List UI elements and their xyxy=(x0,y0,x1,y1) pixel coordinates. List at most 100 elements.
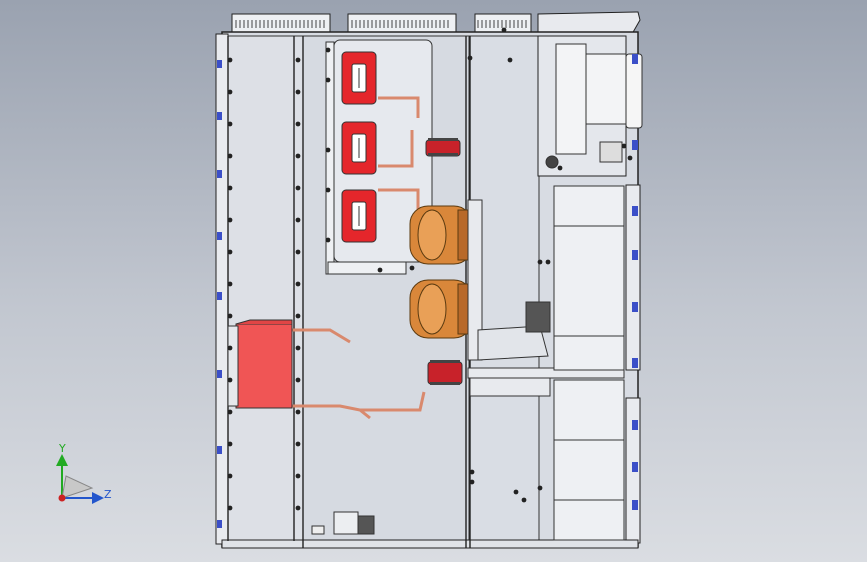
bolt xyxy=(377,267,383,273)
fuse-2 xyxy=(341,121,377,175)
bolt xyxy=(295,313,301,319)
bolt xyxy=(227,441,233,447)
breaker-mechanism xyxy=(467,199,625,397)
bolt xyxy=(325,147,331,153)
bracket-right xyxy=(632,54,638,64)
bolt xyxy=(227,153,233,159)
bolt xyxy=(621,143,627,149)
bolt xyxy=(227,473,233,479)
bolt xyxy=(295,377,301,383)
bolt xyxy=(537,259,543,265)
bolt xyxy=(521,497,527,503)
top-hood-right xyxy=(537,11,641,35)
bolt xyxy=(295,249,301,255)
bushing-cap xyxy=(417,209,447,261)
bolt xyxy=(227,249,233,255)
bracket-left xyxy=(217,60,222,68)
bolt xyxy=(295,345,301,351)
bolt xyxy=(227,281,233,287)
bracket-right xyxy=(632,420,638,430)
fuse-1 xyxy=(341,51,377,105)
bolt xyxy=(227,217,233,223)
bracket-right xyxy=(632,140,638,150)
current-transformer xyxy=(227,319,293,409)
blue-brackets xyxy=(217,54,638,528)
bushing-1 xyxy=(409,205,473,265)
bracket-right xyxy=(632,250,638,260)
bolt xyxy=(227,377,233,383)
z-axis-arrow-icon xyxy=(92,492,104,504)
bolt xyxy=(469,469,475,475)
cable-compartment xyxy=(227,35,304,542)
bolt xyxy=(469,479,475,485)
bolt xyxy=(295,409,301,415)
bolts xyxy=(227,27,633,511)
bolt xyxy=(513,489,519,495)
bolt xyxy=(227,409,233,415)
bolt xyxy=(325,187,331,193)
bolt xyxy=(227,505,233,511)
bracket-right xyxy=(632,302,638,312)
bracket-left xyxy=(217,446,222,454)
bolt xyxy=(295,281,301,287)
right-door-upper xyxy=(625,184,641,371)
drawer-shelves xyxy=(553,185,625,541)
z-axis-label: Z xyxy=(104,488,112,501)
bracket-left xyxy=(217,232,222,240)
upper-insulator xyxy=(425,138,461,157)
bolt xyxy=(295,153,301,159)
bolt xyxy=(537,485,543,491)
top-vent-left xyxy=(231,13,331,33)
y-axis-arrow-icon xyxy=(56,454,68,466)
bolt xyxy=(227,57,233,63)
bolt xyxy=(227,121,233,127)
fuse-3 xyxy=(341,189,377,243)
axis-triad xyxy=(56,454,104,504)
relay-device xyxy=(545,43,643,169)
bracket-left xyxy=(217,112,222,120)
triad-cone-icon xyxy=(61,475,94,499)
bolt xyxy=(557,165,563,171)
bolt xyxy=(325,77,331,83)
bolt xyxy=(507,57,513,63)
bracket-right xyxy=(632,358,638,368)
vent-slots xyxy=(235,20,527,28)
bracket-left xyxy=(217,170,222,178)
bracket-left xyxy=(217,520,222,528)
bolt xyxy=(295,185,301,191)
bushing-2 xyxy=(409,279,473,339)
bolt xyxy=(227,345,233,351)
bolt xyxy=(295,473,301,479)
bolt xyxy=(295,217,301,223)
bolt xyxy=(295,441,301,447)
bolt xyxy=(295,57,301,63)
bushing-cap xyxy=(417,283,447,335)
lower-insulator xyxy=(427,360,463,385)
bracket-left xyxy=(217,370,222,378)
bottom-terminal xyxy=(311,511,375,535)
bolt xyxy=(227,313,233,319)
bolt xyxy=(295,505,301,511)
bracket-right xyxy=(632,500,638,510)
bracket-left xyxy=(217,292,222,300)
bolt xyxy=(325,47,331,53)
bolt xyxy=(295,121,301,127)
bolt xyxy=(627,155,633,161)
bolt xyxy=(409,265,415,271)
bolt xyxy=(545,259,551,265)
left-door-strip xyxy=(215,33,229,545)
bolt xyxy=(295,89,301,95)
origin-icon xyxy=(58,494,66,502)
bolt xyxy=(501,27,507,33)
bracket-right xyxy=(632,206,638,216)
bolt xyxy=(325,237,331,243)
bolt xyxy=(467,55,473,61)
bottom-base xyxy=(221,539,639,549)
y-axis-label: Y xyxy=(59,442,66,455)
fuses xyxy=(341,51,377,243)
bolt xyxy=(227,89,233,95)
bolt xyxy=(227,185,233,191)
bracket-right xyxy=(632,462,638,472)
copper-busbars xyxy=(292,96,426,420)
